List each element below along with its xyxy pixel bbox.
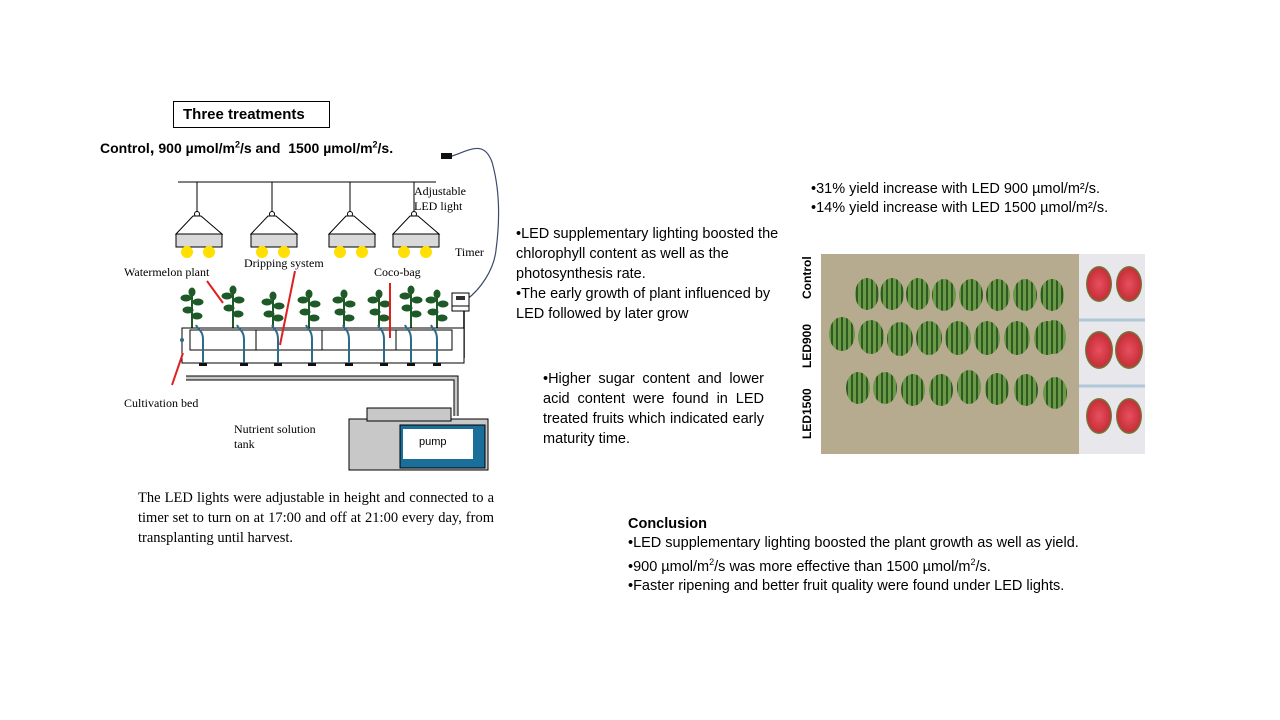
treatment-separator: ,: [149, 138, 155, 157]
led-effects-list: •LED supplementary lighting boosted the …: [516, 224, 786, 324]
conclusion-item: •LED supplementary lighting boosted the …: [628, 535, 1079, 551]
watermelon-plants: [180, 285, 449, 328]
timer-device: [451, 292, 470, 312]
power-cable: [451, 147, 500, 301]
bed-outlet: [180, 338, 184, 342]
coco-bag-label: Coco-bag: [374, 265, 421, 279]
watermelon-plant-label: Watermelon plant: [124, 265, 210, 279]
led-effect-item: •LED supplementary lighting boosted the …: [516, 226, 779, 282]
yield-item: •31% yield increase with LED 900 µmol/m²…: [811, 181, 1101, 197]
plant-8: [425, 289, 449, 328]
treatment-led900: 900 µmol/m2/s and: [158, 139, 281, 156]
yield-results: •31% yield increase with LED 900 µmol/m²…: [811, 180, 1151, 218]
led-lamp-2: [249, 182, 299, 258]
conclusion-item: •900 µmol/m2/s was more effective than 1…: [628, 557, 991, 575]
treatments-box: Three treatments: [173, 101, 330, 128]
watermelon-photo: [821, 254, 1145, 454]
pump-label: pump: [403, 429, 473, 459]
led-lamp-1: [174, 182, 224, 258]
led-effect-item: •The early growth of plant influenced by…: [516, 286, 771, 322]
plant-3: [261, 291, 285, 328]
row-led900: [829, 317, 1066, 356]
treatments-title: Three treatments: [183, 106, 305, 123]
fruit-quality-note: •Higher sugar content and lower acid con…: [543, 371, 764, 447]
cultivation-bed-label: Cultivation bed: [124, 396, 199, 410]
treatment-control: Control: [100, 140, 150, 156]
plant-1: [180, 287, 204, 328]
treatment-led1500: 1500 µmol/m2/s.: [288, 139, 394, 156]
dripping-system-label: Dripping system: [244, 256, 324, 270]
power-plug: [441, 153, 452, 159]
watermelon-rows: [829, 254, 1145, 454]
plant-7: [399, 285, 423, 328]
treatments-list: Control, 900 µmol/m2/s and 1500 µmol/m2/…: [100, 138, 393, 158]
system-description: The LED lights were adjustable in height…: [138, 490, 494, 546]
plant-4: [297, 289, 321, 328]
led-lamp-4: [391, 182, 441, 258]
photo-label-control: Control: [800, 256, 814, 299]
timer-label: Timer: [455, 245, 484, 259]
yield-item: •14% yield increase with LED 1500 µmol/m…: [811, 200, 1109, 216]
label-pointers: [171, 270, 391, 386]
photo-label-led900: LED900: [800, 323, 814, 368]
conclusion-section: Conclusion •LED supplementary lighting b…: [628, 515, 1168, 596]
conclusion-title: Conclusion: [628, 516, 707, 532]
tank-lid: [366, 407, 452, 422]
led-lamp-3: [327, 182, 377, 258]
drip-emitters: [199, 363, 441, 366]
row-control: [855, 278, 1064, 311]
plant-6: [367, 289, 391, 328]
drip-lines: [195, 324, 438, 363]
plant-2: [221, 285, 245, 328]
adjustable-light-label: Adjustable LED light: [414, 184, 466, 213]
plant-5: [332, 289, 356, 328]
coco-bag-4: [395, 329, 453, 351]
cut-fruit-panel: [1079, 254, 1145, 454]
row-led1500: [846, 370, 1067, 409]
coco-bag-1: [189, 329, 257, 351]
nutrient-tank-label: Nutrient solution tank: [234, 422, 316, 451]
photo-label-led1500: LED1500: [800, 388, 814, 439]
conclusion-item: •Faster ripening and better fruit qualit…: [628, 577, 1065, 594]
